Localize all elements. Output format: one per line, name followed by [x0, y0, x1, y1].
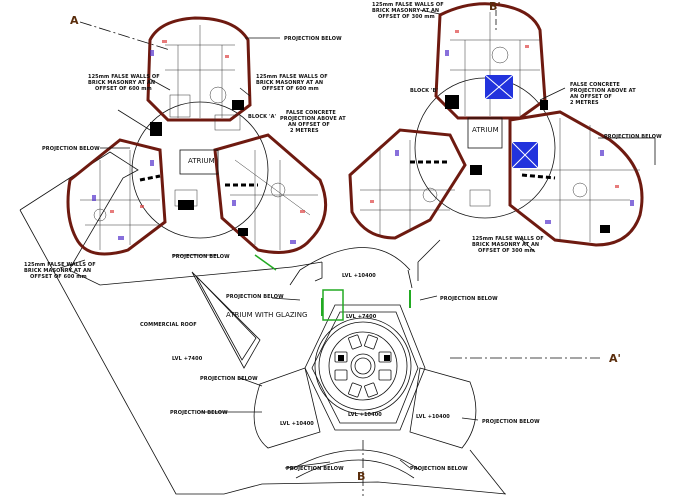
atrium-glazing-label: ATRIUM WITH GLAZING — [226, 311, 307, 319]
section-lines — [79, 10, 600, 359]
proj-left-b: PROJECTION BELOW — [170, 410, 228, 416]
section-marker-b-prime: B' — [489, 0, 501, 13]
left-block-label: BLOCK 'A' — [248, 114, 277, 120]
left-projection-left: PROJECTION BELOW — [42, 146, 100, 152]
lvl-bottom-right-label: LVL +10400 — [416, 414, 450, 420]
left-false-concrete-l1: FALSE CONCRETE — [286, 110, 336, 116]
right-false-concrete-l2: PROJECTION ABOVE AT — [570, 88, 636, 94]
left-false-walls-1-l2: BRICK MASONRY AT AN — [88, 80, 155, 86]
section-marker-b: B — [357, 470, 365, 483]
left-false-concrete-l4: 2 METRES — [290, 128, 319, 134]
right-false-concrete-l4: 2 METRES — [570, 100, 599, 106]
left-false-walls-1-l3: OFFSET OF 600 mm — [95, 86, 152, 92]
left-tower — [66, 16, 328, 271]
proj-bottom-right: PROJECTION BELOW — [410, 466, 468, 472]
right-block-label: BLOCK 'B' — [410, 88, 438, 94]
left-false-concrete-l3: AN OFFSET OF — [288, 122, 330, 128]
right-atrium-label: ATRIUM — [472, 126, 499, 134]
right-false-walls-top-l1: 125mm FALSE WALLS OF — [372, 2, 444, 8]
commercial-roof-label: COMMERCIAL ROOF — [140, 322, 197, 328]
lvl-bottom-left-label: LVL +10400 — [280, 421, 314, 427]
podium-outline — [19, 151, 507, 495]
left-false-walls-2-l1: 125mm FALSE WALLS OF — [256, 74, 328, 80]
right-false-concrete-l3: AN OFFSET OF — [570, 94, 612, 100]
right-false-concrete-l1: FALSE CONCRETE — [570, 82, 620, 88]
left-false-walls-3-l1: 125mm FALSE WALLS OF — [24, 262, 96, 268]
section-marker-a: A — [70, 14, 79, 27]
podium-projection-2: PROJECTION BELOW — [440, 296, 498, 302]
right-false-walls-bottom-l3: OFFSET OF 300 mm — [478, 248, 535, 254]
left-false-walls-2-l3: OFFSET OF 600 mm — [262, 86, 319, 92]
right-false-walls-bottom-l2: BRICK MASONRY AT AN — [472, 242, 539, 248]
left-false-walls-3-l2: BRICK MASONRY AT AN — [24, 268, 91, 274]
left-false-concrete-l2: PROJECTION ABOVE AT — [280, 116, 346, 122]
leader-lines — [59, 9, 656, 469]
proj-bottom-left: PROJECTION BELOW — [286, 466, 344, 472]
lvl-core-label: LVL +10400 — [348, 412, 382, 418]
left-atrium-label: ATRIUM — [188, 157, 215, 165]
lvl-center-label: LVL +7400 — [346, 314, 377, 320]
lower-wings — [253, 367, 477, 496]
section-marker-a-prime: A' — [609, 352, 621, 365]
right-false-walls-bottom-l1: 125mm FALSE WALLS OF — [472, 236, 544, 242]
central-core — [304, 289, 426, 431]
left-projection-top: PROJECTION BELOW — [284, 36, 342, 42]
left-projection-bottom: PROJECTION BELOW — [172, 254, 230, 260]
right-tower — [348, 2, 644, 247]
left-false-walls-1-l1: 125mm FALSE WALLS OF — [88, 74, 160, 80]
lvl-left-label: LVL +7400 — [172, 356, 203, 362]
right-projection-right: PROJECTION BELOW — [604, 134, 662, 140]
atrium-glazing-triangle — [191, 271, 261, 369]
podium-projection-1: PROJECTION BELOW — [226, 294, 284, 300]
left-false-walls-2-l2: BRICK MASONRY AT AN — [256, 80, 323, 86]
proj-left-a: PROJECTION BELOW — [200, 376, 258, 382]
left-false-walls-3-l3: OFFSET OF 600 mm — [30, 274, 87, 280]
right-false-walls-top-l3: OFFSET OF 300 mm — [378, 14, 435, 20]
lvl-top-label: LVL +10400 — [342, 273, 376, 279]
proj-right: PROJECTION BELOW — [482, 419, 540, 425]
right-false-walls-top-l2: BRICK MASONRY AT AN — [372, 8, 439, 14]
